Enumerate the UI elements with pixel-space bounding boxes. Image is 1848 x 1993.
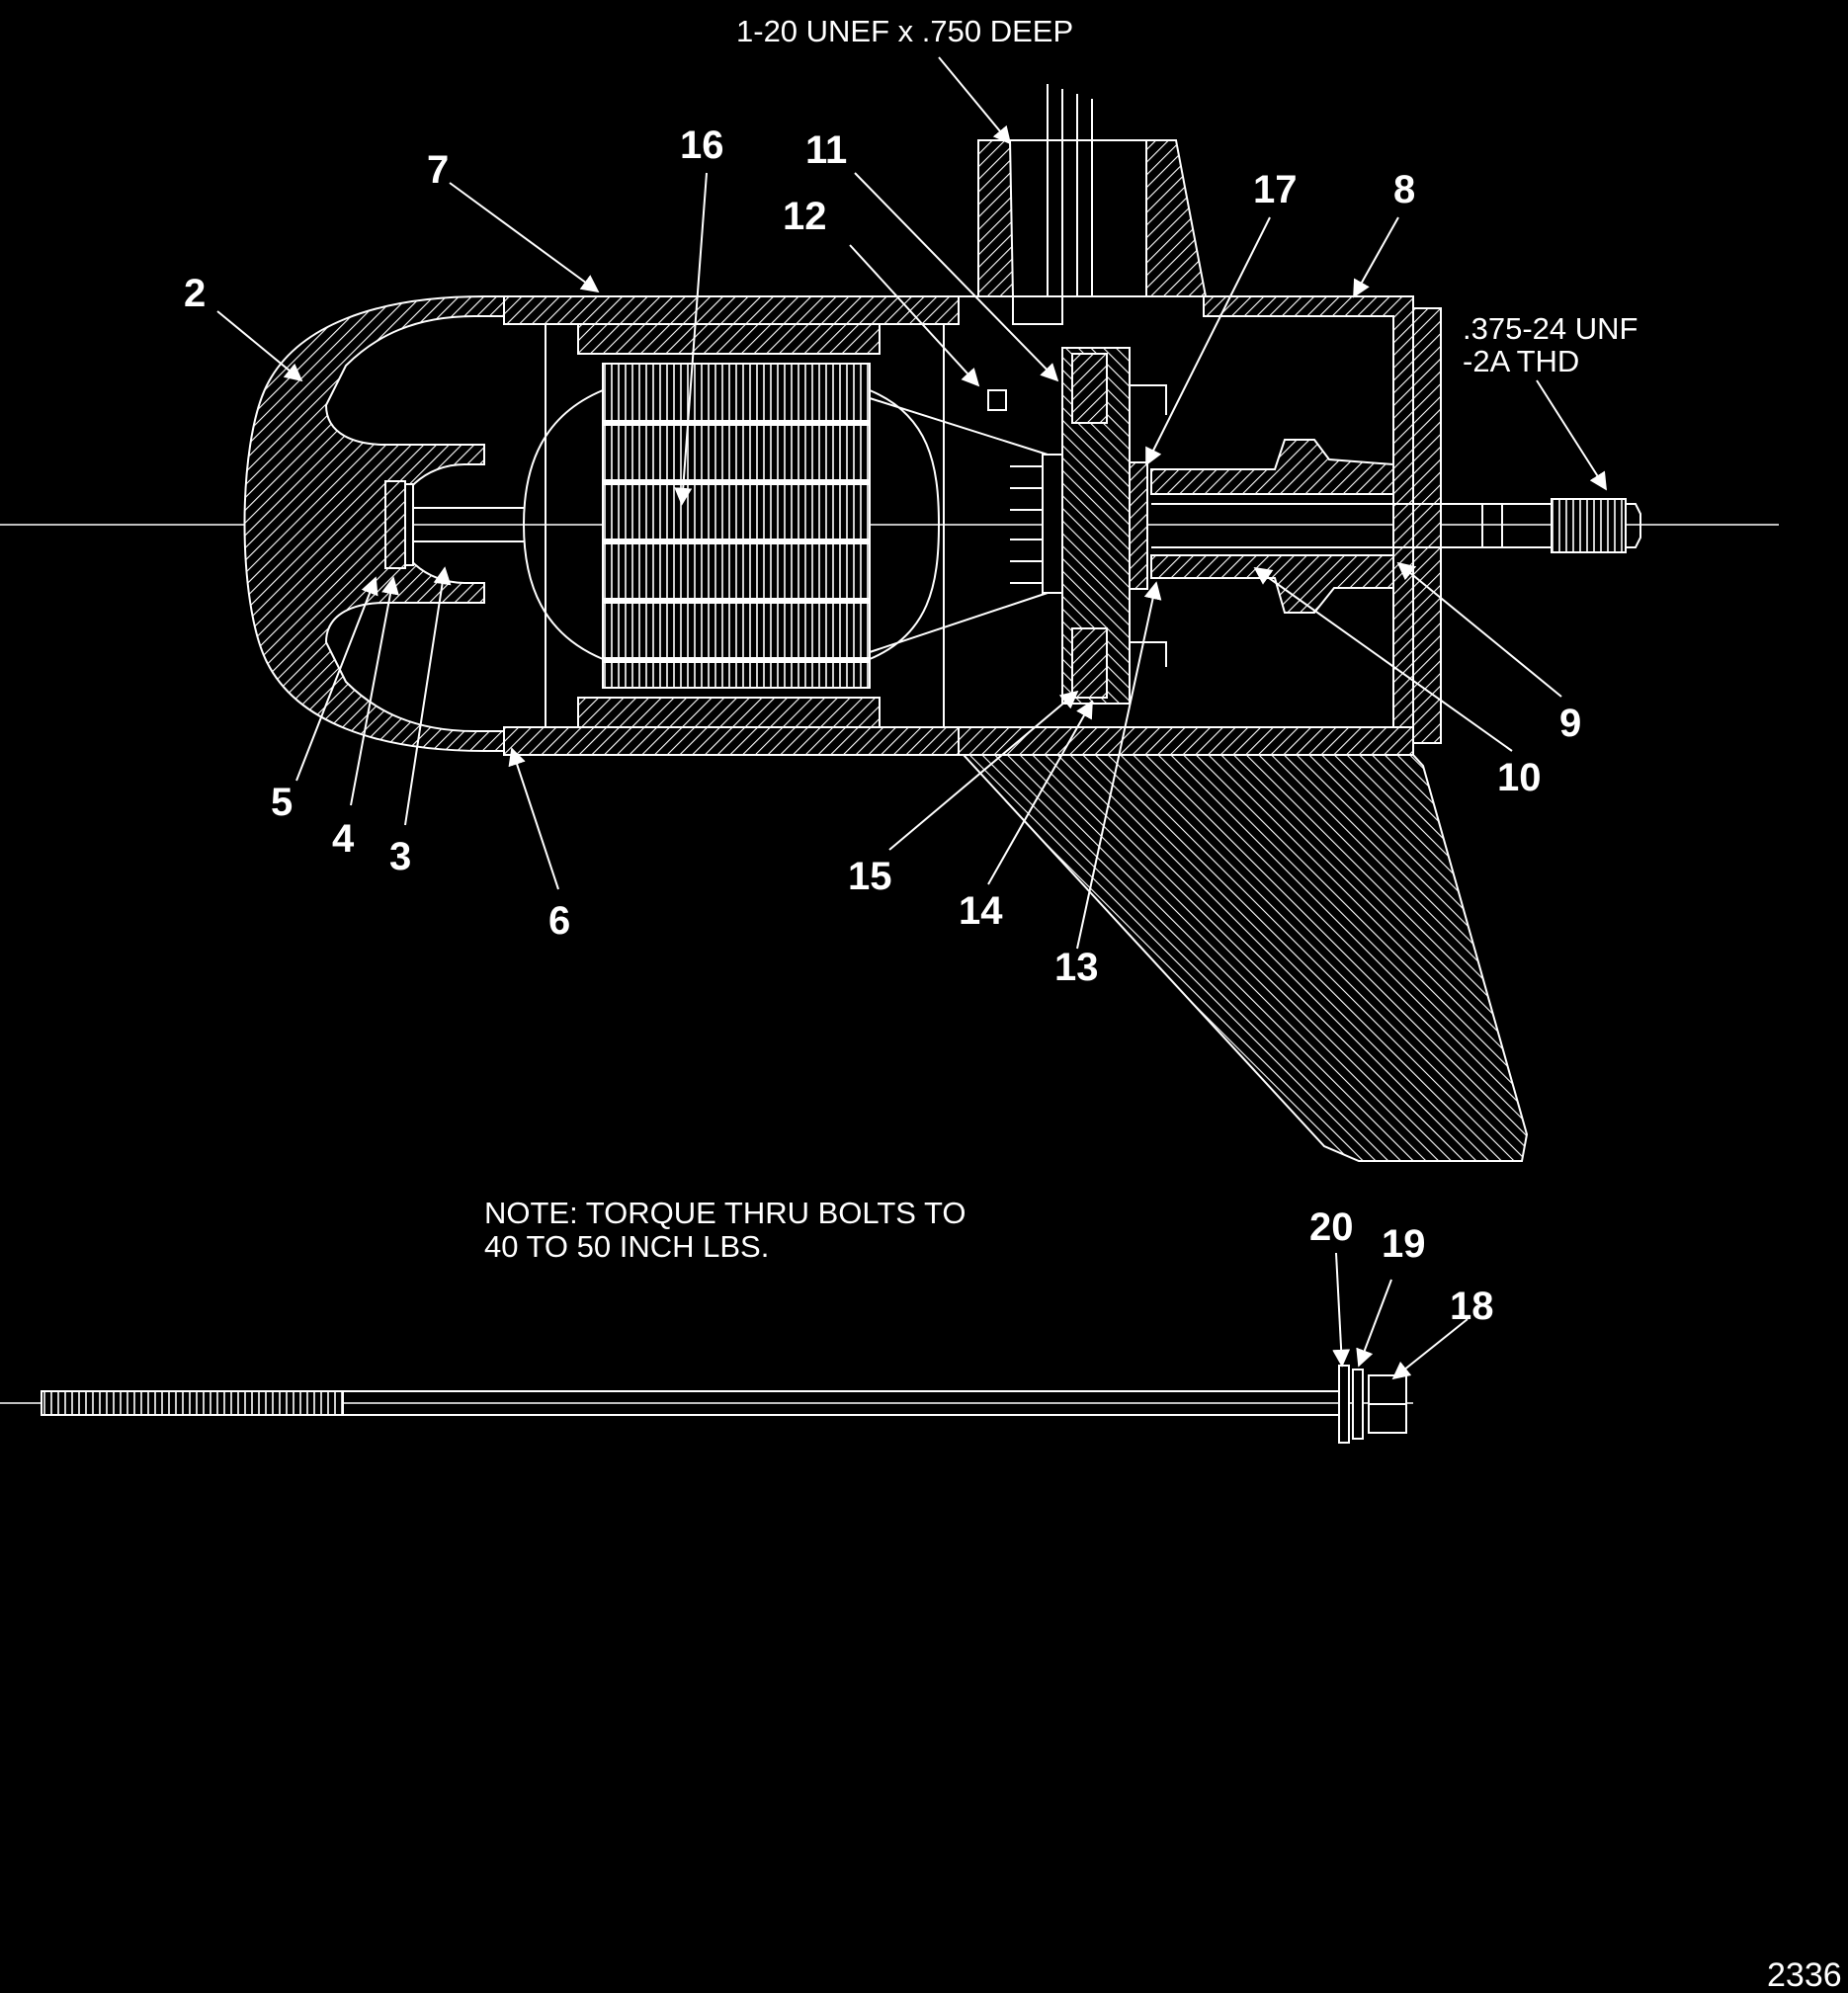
callout-16: 16 — [680, 124, 724, 167]
motor-housing — [503, 295, 960, 756]
callout-11: 11 — [805, 128, 847, 172]
callout-2: 2 — [184, 272, 206, 315]
front-shaft — [413, 507, 524, 542]
callout-9: 9 — [1559, 702, 1581, 745]
callout-5: 5 — [271, 781, 293, 824]
callout-14: 14 — [959, 889, 1003, 933]
callout-6: 6 — [548, 899, 570, 943]
callout-4: 4 — [332, 817, 355, 861]
callout-13: 13 — [1054, 946, 1099, 989]
callout-20: 20 — [1309, 1205, 1354, 1249]
top-fitting — [977, 84, 1208, 325]
callout-numbers: 2 3 4 5 6 7 8 9 10 11 12 13 14 15 16 17 … — [184, 124, 1581, 1328]
callout-10: 10 — [1497, 756, 1542, 799]
torque-note-line2: 40 TO 50 INCH LBS. — [484, 1229, 769, 1264]
callout-8: 8 — [1393, 168, 1415, 211]
torque-note-line1: NOTE: TORQUE THRU BOLTS TO — [484, 1196, 966, 1230]
shaft-thread-spec-line1: .375-24 UNF — [1463, 311, 1638, 346]
magnets — [577, 323, 881, 728]
figure-number: 2336 — [1767, 1956, 1842, 1993]
thru-bolt — [0, 1365, 1413, 1444]
armature — [522, 363, 1063, 689]
nose-cone — [243, 295, 505, 752]
brush-plate — [987, 347, 1167, 705]
callout-15: 15 — [848, 855, 892, 898]
prop-shaft — [1151, 498, 1641, 553]
callout-17: 17 — [1253, 168, 1298, 211]
rear-housing — [958, 295, 1529, 1162]
callout-19: 19 — [1382, 1222, 1426, 1266]
callout-18: 18 — [1450, 1285, 1494, 1328]
callout-3: 3 — [389, 835, 411, 878]
shaft-thread-spec-line2: -2A THD — [1463, 344, 1579, 378]
callout-12: 12 — [783, 195, 827, 238]
leader-lines — [216, 56, 1607, 1380]
top-thread-spec: 1-20 UNEF x .750 DEEP — [736, 14, 1073, 48]
callout-7: 7 — [427, 148, 449, 192]
